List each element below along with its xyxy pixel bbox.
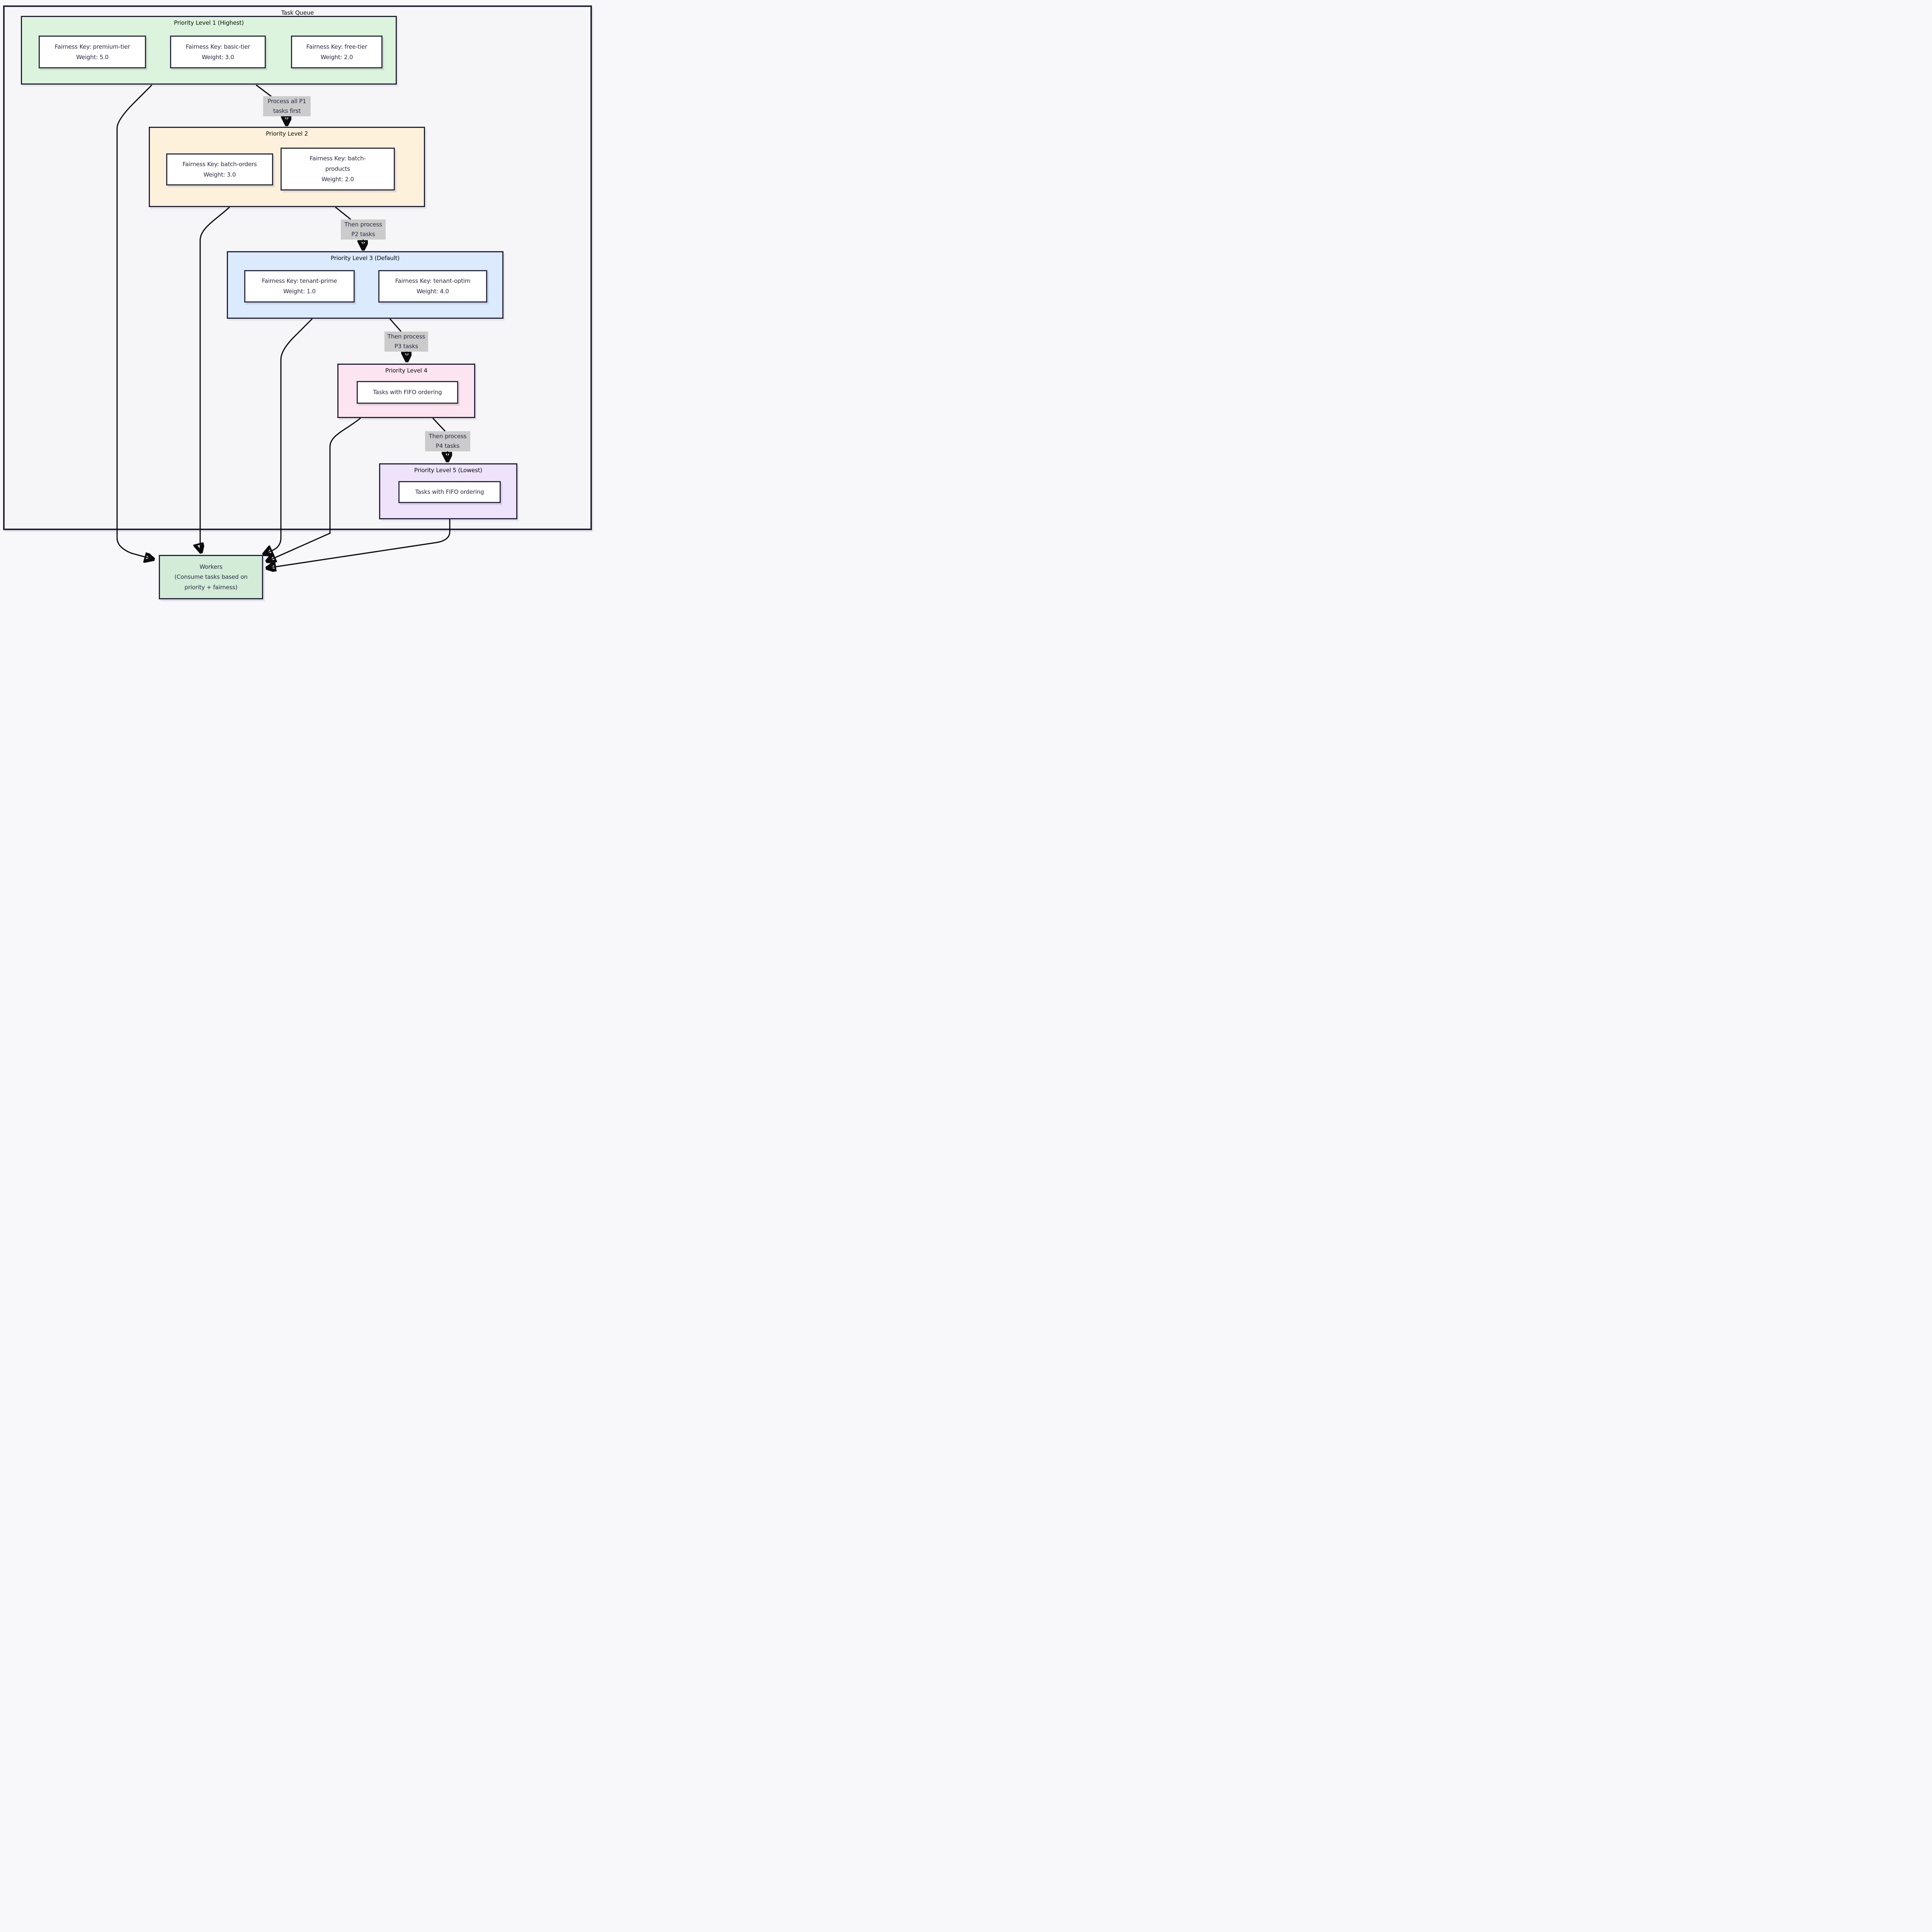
node-fifo-p4: Tasks with FIFO ordering xyxy=(357,381,458,404)
node-text-line: Fairness Key: premium-tier xyxy=(54,43,130,50)
node-workers: Workers (Consume tasks based on priority… xyxy=(159,555,263,599)
priority-4-title: Priority Level 4 xyxy=(385,367,427,374)
edge-label-process-p1: Process all P1 tasks first xyxy=(263,96,311,116)
edge-label-process-p2: Then process P2 tasks xyxy=(341,219,386,240)
node-text-line: Weight: 5.0 xyxy=(76,53,109,61)
node-text-line: Workers xyxy=(199,563,223,570)
node-text-line: Fairness Key: basic-tier xyxy=(185,43,250,50)
cluster-priority-1: Priority Level 1 (Highest) Fairness Key:… xyxy=(21,16,397,85)
node-text-line: Fairness Key: batch-orders xyxy=(182,160,257,168)
edge-label-line: Then process xyxy=(429,433,467,440)
node-premium-tier: Fairness Key: premium-tier Weight: 5.0 xyxy=(39,36,146,68)
node-text-line: Weight: 3.0 xyxy=(202,53,234,61)
edge-label-line: Process all P1 xyxy=(267,98,306,105)
edge-label-process-p4: Then process P4 tasks xyxy=(425,431,470,451)
flowchart-canvas: Task Queue Priority Level 1 (Highest) Fa… xyxy=(0,0,596,601)
node-text-line: Weight: 4.0 xyxy=(417,288,449,295)
edge-label-line: P2 tasks xyxy=(351,231,375,238)
cluster-priority-2: Priority Level 2 Fairness Key: batch-ord… xyxy=(149,127,425,207)
node-tenant-prime: Fairness Key: tenant-prime Weight: 1.0 xyxy=(244,270,355,303)
node-text-line: Weight: 2.0 xyxy=(320,53,353,61)
priority-1-title: Priority Level 1 (Highest) xyxy=(174,19,244,26)
node-text-line: Tasks with FIFO ordering xyxy=(415,488,484,495)
node-text-line: Weight: 2.0 xyxy=(321,176,354,183)
node-fifo-p5: Tasks with FIFO ordering xyxy=(398,481,501,503)
node-batch-products: Fairness Key: batch- products Weight: 2.… xyxy=(281,148,395,190)
edge-label-line: tasks first xyxy=(273,107,301,114)
node-text-line: priority + fairness) xyxy=(184,583,238,591)
cluster-priority-3: Priority Level 3 (Default) Fairness Key:… xyxy=(227,251,503,319)
node-text-line: (Consume tasks based on xyxy=(174,573,248,581)
edge-label-line: P3 tasks xyxy=(394,343,418,350)
node-free-tier: Fairness Key: free-tier Weight: 2.0 xyxy=(291,36,383,68)
node-text-line: Weight: 3.0 xyxy=(203,171,236,178)
edge-label-process-p3: Then process P3 tasks xyxy=(384,332,428,352)
cluster-priority-4: Priority Level 4 Tasks with FIFO orderin… xyxy=(337,364,475,418)
priority-3-title: Priority Level 3 (Default) xyxy=(330,255,400,262)
node-text-line: products xyxy=(325,165,350,172)
node-batch-orders: Fairness Key: batch-orders Weight: 3.0 xyxy=(166,153,273,185)
node-text-line: Fairness Key: free-tier xyxy=(306,43,367,50)
node-tenant-optim: Fairness Key: tenant-optim Weight: 4.0 xyxy=(378,270,487,303)
node-text-line: Fairness Key: tenant-optim xyxy=(395,277,471,284)
node-text-line: Fairness Key: batch- xyxy=(310,155,366,162)
edge-label-line: P4 tasks xyxy=(435,442,460,449)
edge-label-line: Then process xyxy=(387,333,425,340)
priority-2-title: Priority Level 2 xyxy=(266,130,308,137)
node-basic-tier: Fairness Key: basic-tier Weight: 3.0 xyxy=(170,36,266,68)
task-queue-title: Task Queue xyxy=(281,9,314,16)
node-text-line: Fairness Key: tenant-prime xyxy=(262,277,337,284)
node-text-line: Tasks with FIFO ordering xyxy=(373,389,442,396)
priority-5-title: Priority Level 5 (Lowest) xyxy=(414,467,482,474)
edge-label-line: Then process xyxy=(344,221,382,228)
cluster-priority-5: Priority Level 5 (Lowest) Tasks with FIF… xyxy=(379,463,517,519)
node-text-line: Weight: 1.0 xyxy=(283,288,316,295)
